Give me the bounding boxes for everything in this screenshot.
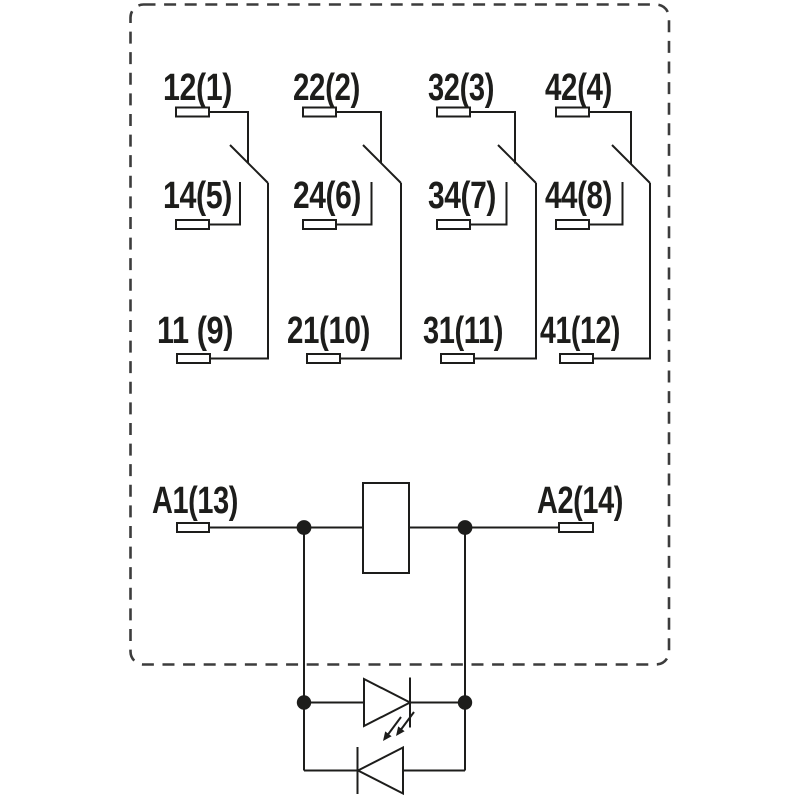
pole-1-no-terminal-pad	[175, 219, 210, 230]
junction-dot-left-top	[296, 520, 312, 535]
pole-4-contact-blade	[611, 144, 651, 184]
diode-triangle	[355, 745, 404, 796]
contact-pole-2: 22(2) 24(6) 21(10)	[287, 67, 402, 364]
pole-1-common-terminal-label: 11 (9)	[157, 310, 233, 352]
pole-4-no-terminal-label: 44(8)	[545, 175, 612, 217]
pole-4-common-terminal-pad	[559, 353, 594, 364]
pole-1-common-terminal-pad	[176, 353, 211, 364]
pole-3-nc-terminal-label: 32(3)	[428, 67, 494, 109]
pole-1-no-terminal-label: 14(5)	[163, 175, 232, 217]
led-emission-arrow-2	[396, 711, 415, 736]
contact-pole-3: 32(3) 34(7) 31(11)	[423, 67, 537, 364]
pole-2-no-terminal-pad	[302, 219, 337, 230]
junction-dot-right-bottom	[457, 695, 473, 710]
pole-2-no-terminal-label: 24(6)	[293, 175, 361, 217]
pole-4-nc-terminal-label: 42(4)	[545, 67, 612, 109]
pole-4-no-terminal-pad	[555, 219, 590, 230]
contact-pole-4: 42(4) 44(8) 41(12)	[540, 67, 651, 364]
junction-dot-left-bottom	[296, 695, 312, 710]
pole-3-no-terminal-pad	[436, 219, 471, 230]
led-emission-arrow-1	[383, 716, 402, 741]
pole-2-wires	[336, 111, 402, 360]
contact-pole-1: 12(1) 14(5) 11 (9)	[157, 67, 269, 364]
pole-3-common-terminal-label: 31(11)	[423, 310, 503, 352]
pole-4-common-terminal-label: 41(12)	[540, 310, 620, 352]
pole-2-nc-terminal-pad	[302, 106, 337, 118]
pole-1-nc-terminal-label: 12(1)	[163, 67, 232, 109]
coil-a2-terminal-label: A2(14)	[537, 480, 623, 522]
coil-a1-terminal-label: A1(13)	[152, 480, 238, 522]
coil-symbol	[362, 482, 410, 574]
pole-3-contact-blade	[497, 144, 537, 184]
coil-circuit: A1(13) A2(14)	[152, 480, 624, 796]
relay-body-dashed-outline	[129, 3, 671, 666]
led-triangle	[363, 677, 413, 728]
coil-a2-terminal-pad	[558, 522, 594, 533]
junction-dot-right-top	[457, 520, 473, 535]
pole-2-contact-blade	[362, 144, 402, 184]
pole-3-no-terminal-label: 34(7)	[428, 175, 496, 217]
pole-3-wires	[470, 111, 537, 360]
coil-a1-terminal-pad	[176, 522, 210, 533]
pole-4-wires	[589, 111, 651, 360]
suppression-diode-symbol	[355, 745, 404, 796]
pole-2-common-terminal-label: 21(10)	[287, 310, 370, 352]
indicator-module-wires	[303, 527, 466, 772]
led-symbol	[363, 677, 415, 741]
pole-1-wires	[209, 111, 269, 360]
pole-1-nc-terminal-pad	[175, 106, 210, 118]
pole-2-nc-terminal-label: 22(2)	[293, 67, 360, 109]
pole-3-common-terminal-pad	[440, 353, 475, 364]
pole-3-nc-terminal-pad	[436, 106, 471, 118]
pole-1-contact-blade	[229, 144, 269, 184]
pole-2-common-terminal-pad	[306, 353, 341, 364]
pole-4-nc-terminal-pad	[555, 106, 590, 118]
